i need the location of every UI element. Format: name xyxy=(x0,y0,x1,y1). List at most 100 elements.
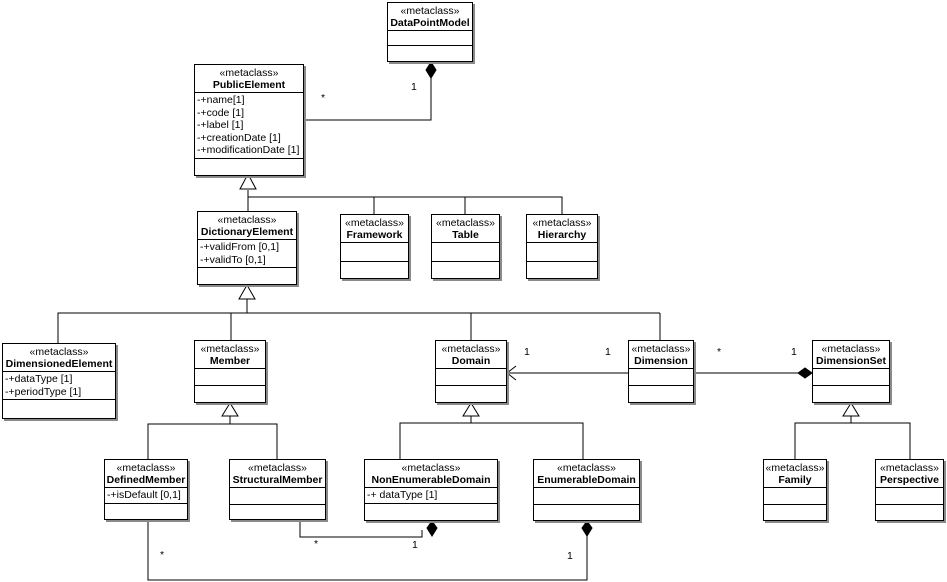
class-name: Framework xyxy=(346,229,403,241)
operations xyxy=(3,399,115,400)
class-publicelement[interactable]: «metaclass»PublicElement -+name[1] -+cod… xyxy=(194,64,304,176)
stereotype: «metaclass» xyxy=(200,343,260,355)
gen-triangle-domain xyxy=(462,402,480,417)
attributes xyxy=(432,242,499,261)
attribute: -+periodType [1] xyxy=(5,385,82,398)
stereotype: «metaclass» xyxy=(116,462,176,474)
stereotype: «metaclass» xyxy=(436,217,495,229)
class-name: PublicElement xyxy=(212,79,286,91)
stereotype: «metaclass» xyxy=(345,217,404,229)
class-dictionaryelement[interactable]: «metaclass»DictionaryElement -+validFrom… xyxy=(197,211,297,285)
multiplicity-enum-end: 1 xyxy=(567,550,573,562)
stereotype: «metaclass» xyxy=(217,214,277,226)
attributes xyxy=(629,368,693,385)
stereotype: «metaclass» xyxy=(557,462,616,474)
class-perspective[interactable]: «metaclass»Perspective xyxy=(875,459,944,521)
attributes xyxy=(230,487,325,504)
gen-triangle-dictionary xyxy=(238,283,256,300)
class-name: StructuralMember xyxy=(232,474,323,486)
class-enumerabledomain[interactable]: «metaclass»EnumerableDomain xyxy=(533,459,640,521)
operations xyxy=(195,157,303,159)
operations xyxy=(629,385,693,386)
multiplicity-domain-end: 1 xyxy=(524,346,530,358)
attribute: -+creationDate [1] xyxy=(197,131,281,144)
operations xyxy=(198,267,296,268)
class-name: DefinedMember xyxy=(106,474,186,486)
class-name: DimensionedElement xyxy=(5,358,113,370)
attribute: -+name[1] xyxy=(197,94,245,106)
composition-diamond-datapoint xyxy=(425,61,437,79)
class-name: Member xyxy=(209,355,251,367)
class-member[interactable]: «metaclass»Member xyxy=(194,340,266,403)
operations xyxy=(105,502,187,504)
operations xyxy=(230,504,325,505)
class-structuralmember[interactable]: «metaclass»StructuralMember xyxy=(229,459,326,520)
gen-hierarchy-public xyxy=(465,196,563,214)
composition-diamond-nonenum xyxy=(426,520,438,537)
class-definedmember[interactable]: «metaclass»DefinedMember -+isDefault [0,… xyxy=(104,459,188,520)
stereotype: «metaclass» xyxy=(400,5,460,17)
class-name: DictionaryElement xyxy=(200,226,294,238)
multiplicity-dimensionset-end: 1 xyxy=(791,346,797,358)
class-hierarchy[interactable]: «metaclass»Hierarchy xyxy=(526,214,598,279)
attribute: -+dataType [1] xyxy=(5,373,73,385)
stereotype: «metaclass» xyxy=(631,343,691,355)
class-family[interactable]: «metaclass»Family xyxy=(763,459,827,521)
gen-nonenum-domain xyxy=(399,422,584,459)
class-name: DataPointModel xyxy=(390,17,470,29)
operations xyxy=(388,45,472,46)
multiplicity-defined-end: * xyxy=(160,549,165,561)
attributes xyxy=(813,368,889,385)
multiplicity-dimension-domain-end: 1 xyxy=(605,346,611,358)
attribute: -+label [1] xyxy=(197,119,244,131)
class-table[interactable]: «metaclass»Table xyxy=(431,214,500,279)
class-name: NonEnumerableDomain xyxy=(371,474,491,486)
class-name: Dimension xyxy=(634,355,688,367)
gen-table-public xyxy=(374,196,466,214)
operations xyxy=(534,504,639,505)
gen-family-dimset xyxy=(794,422,911,459)
class-name: DimensionSet xyxy=(815,355,886,367)
class-name: EnumerableDomain xyxy=(537,474,636,486)
operations xyxy=(341,261,408,262)
operations xyxy=(432,261,499,262)
attributes: -+validFrom [0,1] -+validTo [0,1] xyxy=(198,239,296,267)
class-datapointmodel[interactable]: «metaclass»DataPointModel xyxy=(387,2,473,62)
class-dimensionset[interactable]: «metaclass»DimensionSet xyxy=(812,340,890,403)
attribute: -+validFrom [0,1] xyxy=(200,241,280,253)
attributes xyxy=(534,487,639,504)
class-name: Hierarchy xyxy=(537,229,587,241)
stereotype: «metaclass» xyxy=(532,217,592,229)
attribute: -+isDefault [0,1] xyxy=(107,489,181,501)
operations xyxy=(813,385,889,386)
class-nonenumerabledomain[interactable]: «metaclass»NonEnumerableDomain -+ dataTy… xyxy=(364,459,498,521)
composition-diamond-dimset xyxy=(797,367,813,379)
operations xyxy=(365,502,497,504)
class-domain[interactable]: «metaclass»Domain xyxy=(435,340,507,403)
multiplicity-public-datapoint: * xyxy=(321,92,326,104)
attributes xyxy=(195,368,265,385)
attributes xyxy=(436,368,506,385)
composition-diamond-enum xyxy=(581,520,593,537)
multiplicity-datapoint-public: 1 xyxy=(411,81,417,93)
class-dimension[interactable]: «metaclass»Dimension xyxy=(628,340,694,403)
composition-defined-enum xyxy=(147,520,588,581)
multiplicity-structural-end: * xyxy=(314,538,319,550)
stereotype: «metaclass» xyxy=(248,462,307,474)
attributes xyxy=(527,242,597,261)
gen-triangle-dimset xyxy=(842,402,860,417)
multiplicity-dimension-set-end: * xyxy=(717,346,722,358)
gen-dimensioned-dictionary xyxy=(57,312,660,343)
operations xyxy=(764,504,826,505)
composition-datapoint-public xyxy=(305,78,432,121)
gen-triangle-member xyxy=(221,402,239,417)
class-name: Domain xyxy=(451,355,491,367)
class-dimensionedelement[interactable]: «metaclass»DimensionedElement -+dataType… xyxy=(2,343,116,419)
attributes xyxy=(764,487,826,504)
class-framework[interactable]: «metaclass»Framework xyxy=(340,214,409,279)
attribute: -+code [1] xyxy=(197,106,244,119)
operations xyxy=(436,385,506,386)
stereotype: «metaclass» xyxy=(219,67,279,79)
assoc-arrowhead xyxy=(506,365,517,381)
composition-structural-nonenum xyxy=(299,520,423,538)
